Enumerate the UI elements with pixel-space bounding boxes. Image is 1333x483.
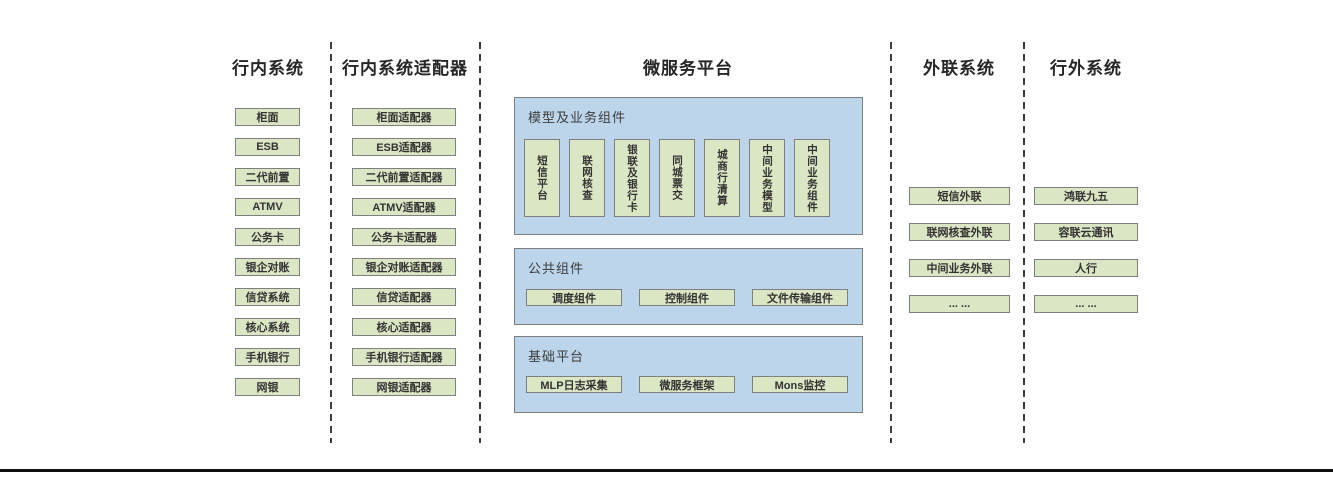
panel-title: 基础平台 [528,349,585,364]
adapter-box: ATMV适配器 [352,198,456,216]
component-row: MLP日志采集 微服务框架 Mons监控 [526,376,848,393]
panel-title: 公共组件 [528,261,585,276]
bottom-rule [0,469,1333,472]
column-divider [479,42,481,443]
column-header-internal-adapters: 行内系统适配器 [342,59,468,78]
component-box: 短信平台 [524,139,560,217]
column-divider [330,42,332,443]
component-box: 中间业务组件 [794,139,830,217]
system-box: ATMV [235,198,300,216]
adapter-box: 二代前置适配器 [352,168,456,186]
system-box: ESB [235,138,300,156]
component-box: MLP日志采集 [526,376,622,393]
adapter-box: 手机银行适配器 [352,348,456,366]
system-box: 中间业务外联 [909,259,1010,277]
system-box: 短信外联 [909,187,1010,205]
component-box: 联网核查 [569,139,605,217]
component-box: 微服务框架 [639,376,735,393]
component-box: Mons监控 [752,376,848,393]
panel-model-business-components: 模型及业务组件 短信平台 联网核查 银联及银行卡 同城票交 城商行清算 中间业务… [514,97,863,235]
internal-systems-list: 柜面 ESB 二代前置 ATMV 公务卡 银企对账 信贷系统 核心系统 手机银行… [235,108,300,396]
adapter-box: ESB适配器 [352,138,456,156]
system-box: 联网核查外联 [909,223,1010,241]
component-box: 城商行清算 [704,139,740,217]
system-box: 公务卡 [235,228,300,246]
system-box: ... ... [1034,295,1138,313]
system-box: 柜面 [235,108,300,126]
column-header-microservice-platform: 微服务平台 [643,59,733,78]
outreach-systems-list: 短信外联 联网核查外联 中间业务外联 ... ... [909,187,1010,313]
column-header-external-systems: 行外系统 [1050,59,1122,78]
column-divider [890,42,892,443]
component-box: 文件传输组件 [752,289,848,306]
adapter-box: 柜面适配器 [352,108,456,126]
system-box: 核心系统 [235,318,300,336]
internal-adapters-list: 柜面适配器 ESB适配器 二代前置适配器 ATMV适配器 公务卡适配器 银企对账… [352,108,456,396]
adapter-box: 网银适配器 [352,378,456,396]
column-divider [1023,42,1025,443]
adapter-box: 核心适配器 [352,318,456,336]
panel-common-components: 公共组件 调度组件 控制组件 文件传输组件 [514,248,863,325]
external-systems-list: 鸿联九五 容联云通讯 人行 ... ... [1034,187,1138,313]
system-box: 二代前置 [235,168,300,186]
panel-title: 模型及业务组件 [528,110,627,125]
system-box: 网银 [235,378,300,396]
component-box: 控制组件 [639,289,735,306]
vertical-component-row: 短信平台 联网核查 银联及银行卡 同城票交 城商行清算 中间业务模型 中间业务组… [524,139,830,217]
system-box: 容联云通讯 [1034,223,1138,241]
adapter-box: 银企对账适配器 [352,258,456,276]
system-box: ... ... [909,295,1010,313]
system-box: 手机银行 [235,348,300,366]
system-box: 鸿联九五 [1034,187,1138,205]
component-box: 调度组件 [526,289,622,306]
adapter-box: 信贷适配器 [352,288,456,306]
system-box: 人行 [1034,259,1138,277]
system-box: 信贷系统 [235,288,300,306]
panel-base-platform: 基础平台 MLP日志采集 微服务框架 Mons监控 [514,336,863,413]
column-header-outreach-systems: 外联系统 [923,59,995,78]
column-header-internal-systems: 行内系统 [232,59,304,78]
component-box: 中间业务模型 [749,139,785,217]
component-box: 银联及银行卡 [614,139,650,217]
adapter-box: 公务卡适配器 [352,228,456,246]
component-box: 同城票交 [659,139,695,217]
component-row: 调度组件 控制组件 文件传输组件 [526,289,848,306]
system-box: 银企对账 [235,258,300,276]
